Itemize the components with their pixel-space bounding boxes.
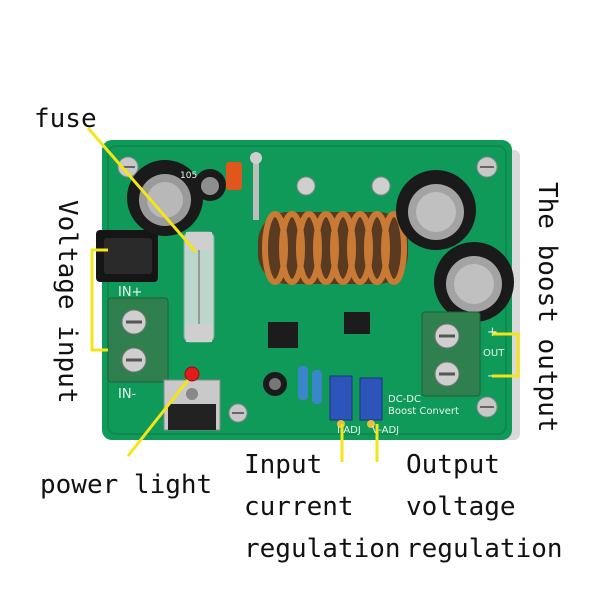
- input-capacitor: 105: [127, 160, 203, 236]
- output-voltage-label-2: voltage: [406, 492, 516, 522]
- output-voltage-label-1: Output: [406, 450, 500, 480]
- power-led: [184, 366, 200, 382]
- voltage-input-bracket: [90, 248, 108, 352]
- input-current-label-2: current: [244, 492, 354, 522]
- input-current-label-3: regulation: [244, 534, 401, 564]
- silk-v-adj: V-ADJ: [372, 425, 399, 436]
- fuse-label: fuse: [34, 104, 97, 134]
- voltage-input-label: Voltage input: [52, 200, 82, 404]
- output-voltage-label-3: regulation: [406, 534, 563, 564]
- output-capacitor: [434, 242, 514, 322]
- silk-dcdc: DC-DC: [388, 394, 421, 405]
- silk-boost-converter: Boost Convert: [388, 406, 459, 417]
- mounting-screw: [228, 403, 248, 423]
- output-terminal-block: [421, 311, 481, 397]
- silk-in-minus: IN-: [118, 387, 137, 402]
- silk-in-plus: IN+: [118, 285, 142, 300]
- boost-output-bracket: [492, 332, 520, 378]
- fuse-pointer: [86, 127, 198, 253]
- silk-i-adj: I-ADJ: [337, 425, 361, 436]
- mounting-screw: [476, 396, 498, 418]
- input-current-label-1: Input: [244, 450, 323, 480]
- annotation-lines: [86, 127, 520, 462]
- small-capacitor: [194, 169, 226, 201]
- current-trimmer-pot: [329, 375, 353, 428]
- regulator-ic: [163, 379, 221, 431]
- silk-out: OUT: [483, 348, 505, 359]
- fuse: [183, 231, 215, 343]
- power-light-label: power light: [40, 470, 213, 500]
- diode: [226, 162, 242, 190]
- input-terminal-block: [107, 297, 169, 383]
- mounting-screw: [476, 156, 498, 178]
- voltage-trimmer-pot: [359, 377, 383, 428]
- svg-text:105: 105: [180, 171, 197, 181]
- power-light-pointer: [126, 379, 190, 457]
- output-capacitor: [396, 170, 476, 250]
- ic-chip: [268, 322, 298, 348]
- ic-chip: [344, 312, 370, 334]
- inductor-coil: [258, 211, 408, 285]
- boost-output-label: The boost output: [532, 182, 562, 433]
